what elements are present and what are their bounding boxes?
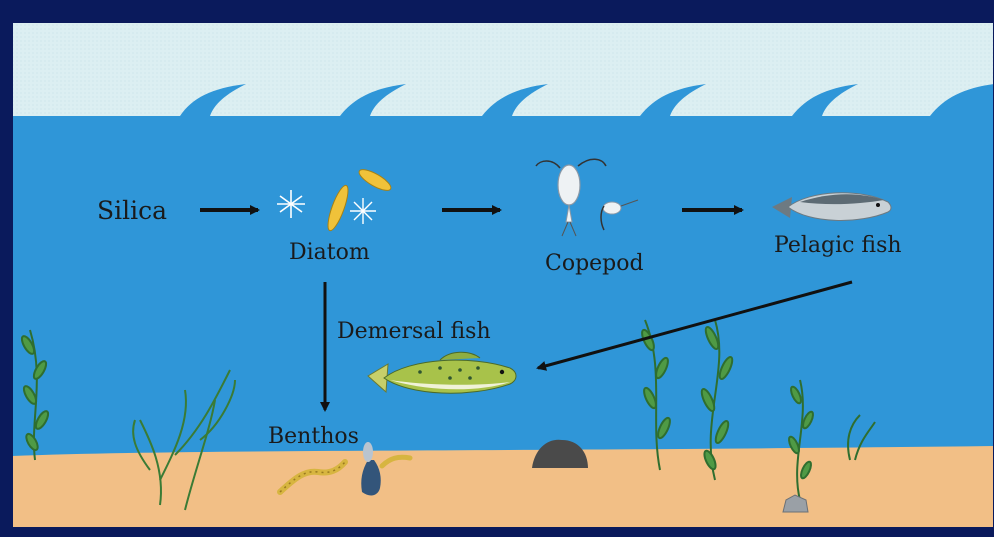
frame-bottom bbox=[0, 528, 994, 537]
frame-top bbox=[0, 0, 994, 22]
label-pelagic-fish: Pelagic fish bbox=[774, 233, 902, 258]
label-silica: Silica bbox=[97, 196, 167, 225]
frame-left bbox=[0, 0, 12, 537]
scene bbox=[12, 22, 994, 537]
label-demersal-fish: Demersal fish bbox=[337, 319, 491, 344]
water bbox=[12, 84, 994, 460]
label-copepod: Copepod bbox=[545, 251, 644, 276]
sand-seabed bbox=[12, 446, 994, 537]
label-diatom: Diatom bbox=[289, 240, 370, 265]
label-benthos: Benthos bbox=[268, 424, 359, 449]
